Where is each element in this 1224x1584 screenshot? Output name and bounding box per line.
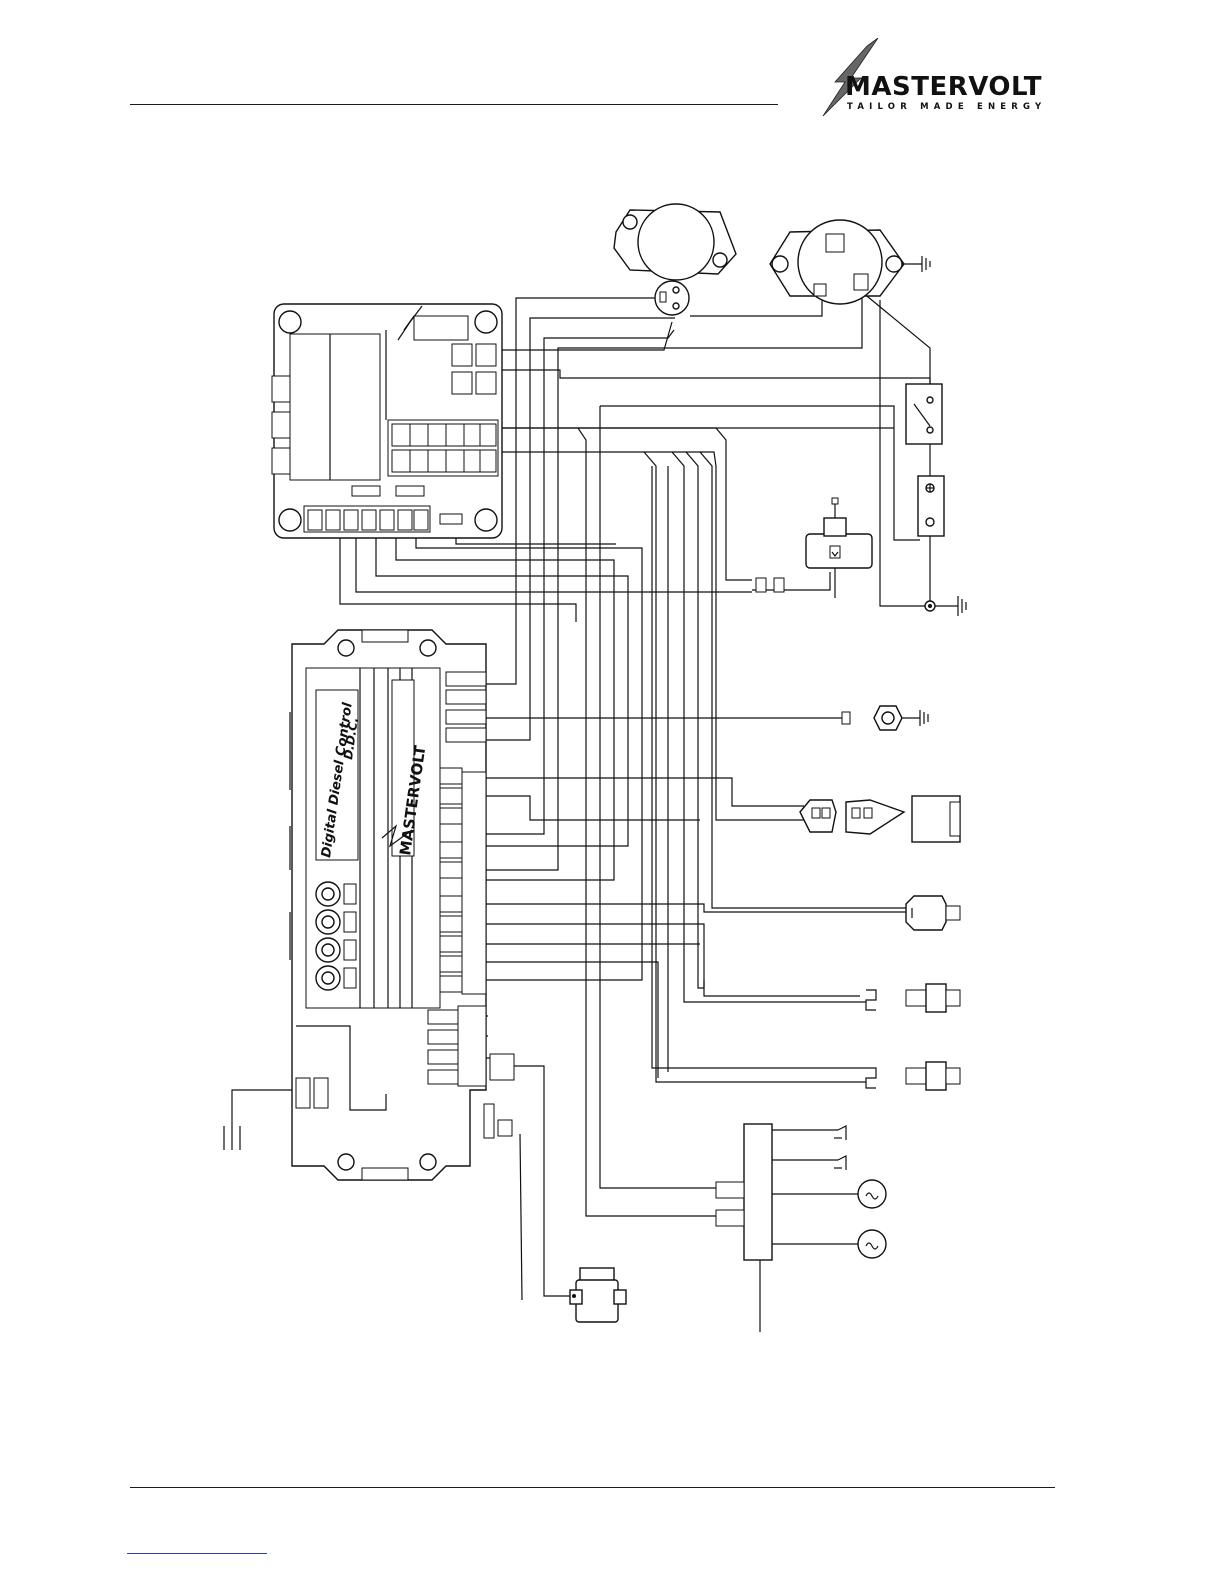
remote-panel-terminal <box>716 1124 886 1260</box>
coolant-temp-switch <box>866 984 960 1012</box>
rpm-sensor-connector <box>800 796 960 842</box>
fault-lamp-icon <box>858 1230 886 1258</box>
oil-pressure-switch <box>906 896 960 930</box>
battery-switch <box>906 384 942 444</box>
starter-solenoid <box>770 220 930 304</box>
alternator-d-plus <box>842 706 928 730</box>
run-lamp-icon <box>858 1180 886 1208</box>
footer-link-underline <box>127 1553 267 1554</box>
stop-solenoid <box>756 498 872 598</box>
main-fuse <box>918 476 966 616</box>
ddc-controller: Digital Diesel Control D.D.C. MASTERVOLT <box>290 630 514 1180</box>
footer-rule <box>130 1487 1055 1488</box>
exhaust-temp-switch <box>866 1062 960 1090</box>
fuse-block <box>388 420 498 476</box>
relay-board <box>272 304 502 538</box>
current-transformer <box>570 1268 626 1322</box>
